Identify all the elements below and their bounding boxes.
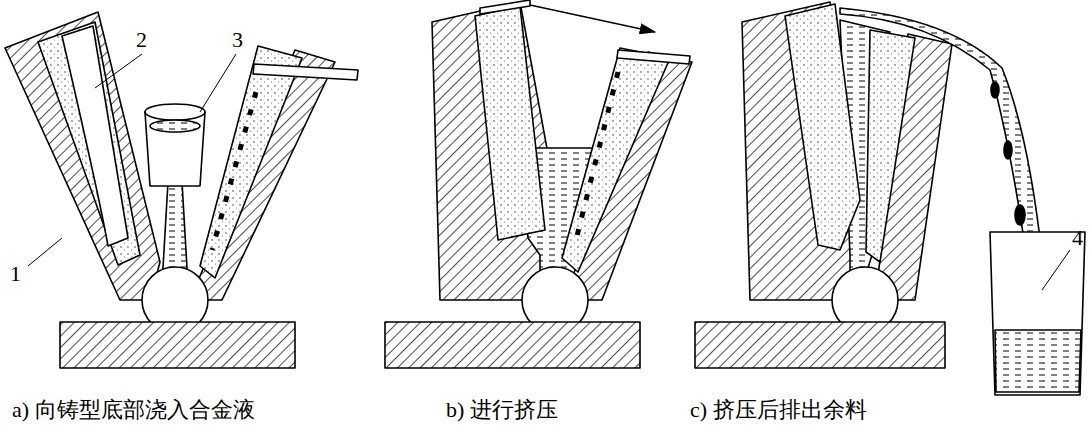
sub-caption: c) 挤压后排出余料	[690, 398, 867, 422]
panel-b	[385, 0, 692, 368]
panel-a	[5, 12, 358, 368]
panel-c	[695, 2, 1085, 395]
sub-caption: b) 进行挤压	[446, 398, 558, 422]
callout-number: 1	[10, 262, 21, 286]
callout-number: 3	[232, 28, 243, 52]
sub-caption: a) 向铸型底部浇入合金液	[12, 398, 255, 422]
callout-number: 2	[136, 28, 147, 52]
callout-number: 4	[1072, 226, 1083, 250]
